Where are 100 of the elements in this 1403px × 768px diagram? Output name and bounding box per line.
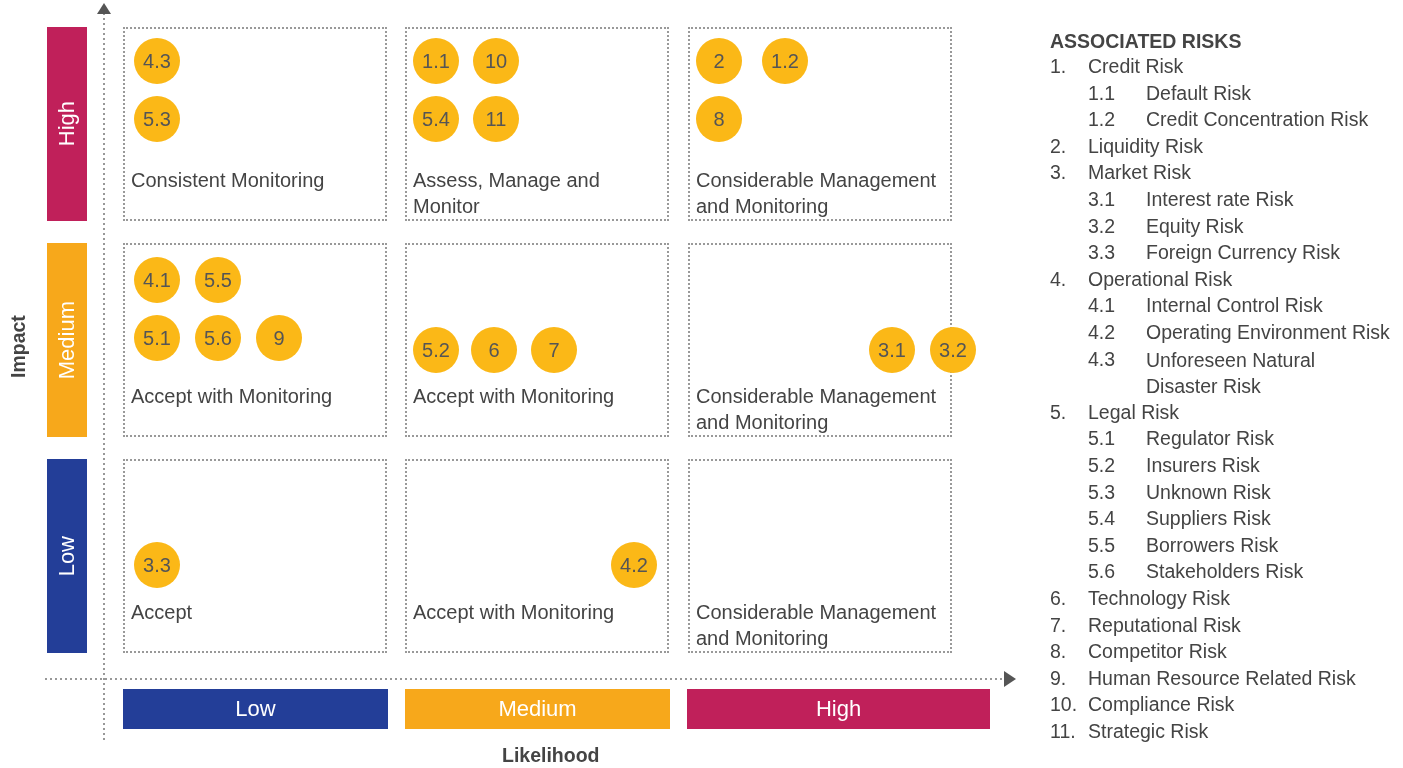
risk-name: Suppliers Risk (1146, 506, 1271, 531)
list-number: 2. (1050, 133, 1067, 158)
risk-name: Liquidity Risk (1088, 133, 1203, 158)
list-number: 5.6 (1088, 559, 1116, 584)
band-label: Low (235, 696, 276, 722)
risk-badge: 4.2 (611, 542, 657, 588)
risk-badge: 10 (473, 38, 519, 84)
risk-name: Market Risk (1088, 160, 1191, 185)
risk-badge: 7 (531, 327, 577, 373)
list-number: 3.2 (1088, 213, 1116, 238)
axis-title: Likelihood (502, 743, 600, 767)
risk-badge: 3.3 (134, 542, 180, 588)
likelihood-band (123, 689, 388, 729)
risk-badge: 11 (473, 96, 519, 142)
response-text: Accept with Monitoring (413, 384, 616, 409)
matrix-cell (123, 27, 387, 221)
list-number: 10. (1050, 692, 1078, 717)
matrix-cell (123, 243, 387, 437)
response-text: Considerable Management and Monitoring (696, 168, 938, 219)
likelihood-band (687, 689, 990, 729)
response-text: Accept with Monitoring (131, 384, 334, 409)
risk-badge: 5.3 (134, 96, 180, 142)
list-number: 5.2 (1088, 453, 1116, 477)
risk-name: Foreign Currency Risk (1146, 240, 1340, 265)
list-number: 1. (1050, 54, 1067, 78)
risk-name: Credit Concentration Risk (1146, 107, 1369, 132)
risk-badge: 3.1 (869, 327, 915, 373)
risk-name: Internal Control Risk (1146, 293, 1323, 318)
impact-band (47, 243, 87, 437)
list-number: 11. (1050, 719, 1076, 743)
list-number: 7. (1050, 612, 1067, 637)
axis-title: Impact (6, 315, 30, 378)
likelihood-band (405, 689, 670, 729)
list-number: 5.4 (1088, 506, 1116, 531)
risk-badge: 4.1 (134, 257, 180, 303)
list-number: 5. (1050, 399, 1067, 424)
matrix-cell (688, 459, 952, 653)
impact-band (47, 27, 87, 221)
risk-name: Regulator Risk (1146, 426, 1274, 451)
risk-badge: 8 (696, 96, 742, 142)
response-text: Accept with Monitoring (413, 600, 616, 625)
list-number: 5.5 (1088, 532, 1116, 557)
risk-name: Interest rate Risk (1146, 187, 1294, 211)
risk-name: Equity Risk (1146, 213, 1244, 238)
list-number: 3.3 (1088, 240, 1116, 265)
response-text: Accept (131, 600, 194, 625)
list-number: 4.1 (1088, 293, 1116, 318)
risk-name: Competitor Risk (1088, 639, 1227, 664)
band-label: Low (54, 535, 80, 577)
risk-name: Default Risk (1146, 80, 1252, 105)
response-text: Considerable Management and Monitoring (696, 384, 938, 435)
list-number: 5.1 (1088, 426, 1116, 451)
risk-name: Operating Environment Risk (1146, 320, 1390, 344)
impact-band (47, 459, 87, 653)
response-text: Assess, Manage and Monitor (413, 168, 601, 219)
list-heading: ASSOCIATED RISKS (1050, 29, 1242, 53)
list-number: 3. (1050, 160, 1067, 185)
list-number: 1.1 (1088, 80, 1116, 105)
risk-name: Technology Risk (1088, 586, 1230, 610)
risk-badge: 6 (471, 327, 517, 373)
risk-badge: 1.1 (413, 38, 459, 84)
list-number: 3.1 (1088, 187, 1116, 211)
list-number: 9. (1050, 665, 1067, 690)
band-label: High (54, 101, 80, 147)
response-text: Consistent Monitoring (131, 168, 326, 193)
response-text: Considerable Management and Monitoring (696, 600, 938, 651)
risk-badge: 1.2 (762, 38, 808, 84)
list-number: 5.3 (1088, 479, 1116, 504)
list-number: 4. (1050, 266, 1067, 291)
risk-name: Strategic Risk (1088, 719, 1209, 743)
list-number: 1.2 (1088, 107, 1116, 132)
list-number: 8. (1050, 639, 1067, 664)
risk-name: Borrowers Risk (1146, 532, 1279, 557)
band-label: High (815, 696, 862, 722)
risk-badge: 3.2 (930, 327, 976, 373)
risk-name: Unknown Risk (1146, 479, 1271, 504)
matrix-cell (405, 27, 669, 221)
risk-badge: 4.3 (134, 38, 180, 84)
band-label: Medium (54, 300, 80, 380)
risk-name: Stakeholders Risk (1146, 559, 1304, 584)
risk-badge: 5.5 (195, 257, 241, 303)
risk-name: Reputational Risk (1088, 612, 1241, 637)
risk-name: Credit Risk (1088, 54, 1184, 78)
matrix-cell (405, 243, 669, 437)
risk-badge: 5.2 (413, 327, 459, 373)
risk-name: Human Resource Related Risk (1088, 665, 1356, 690)
list-number: 4.2 (1088, 320, 1116, 344)
risk-badge: 5.6 (195, 315, 241, 361)
risk-badge: 5.4 (413, 96, 459, 142)
risk-name: Operational Risk (1088, 266, 1233, 291)
band-label: Medium (498, 696, 577, 722)
risk-badge: 9 (256, 315, 302, 361)
matrix-cell (405, 459, 669, 653)
matrix-cell (688, 27, 952, 221)
list-number: 4.3 (1088, 346, 1116, 371)
risk-name: Compliance Risk (1088, 692, 1235, 717)
risk-name: Legal Risk (1088, 399, 1180, 424)
risk-badge: 5.1 (134, 315, 180, 361)
list-number: 6. (1050, 586, 1067, 610)
risk-badge: 2 (696, 38, 742, 84)
